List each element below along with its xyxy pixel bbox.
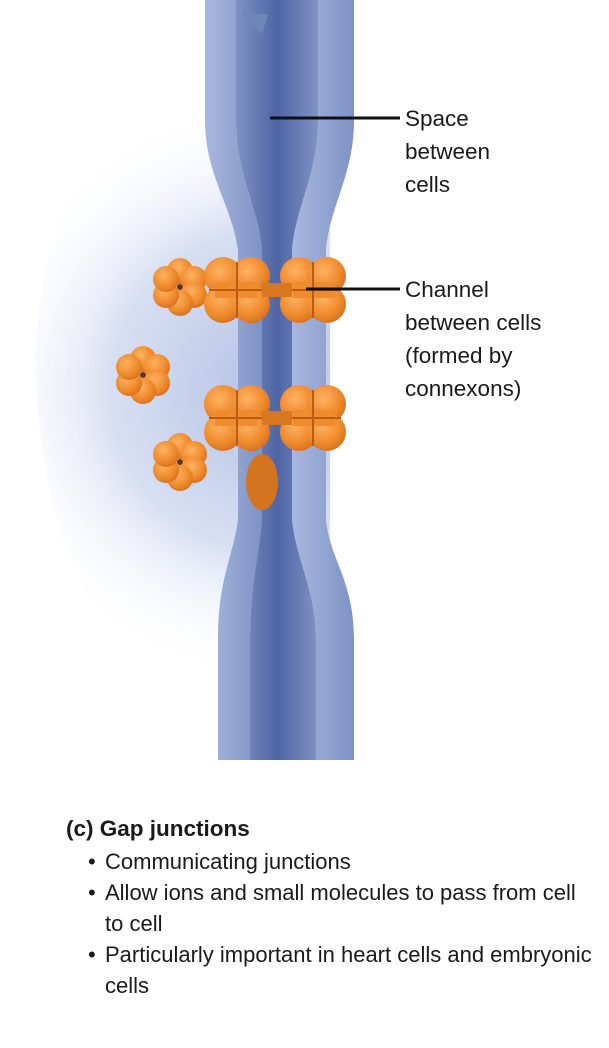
label-line: (formed by (405, 343, 513, 368)
label-space-between-cells: Space between cells (405, 102, 490, 201)
label-line: connexons) (405, 376, 522, 401)
caption-title: (c) Gap junctions (66, 816, 250, 841)
channel-upper (204, 257, 346, 323)
caption-bullet-list: Communicating junctions Allow ions and s… (66, 846, 596, 1001)
cell-membrane-left (205, 0, 262, 760)
caption-bullet: Allow ions and small molecules to pass f… (84, 877, 596, 939)
label-channel-between-cells: Channel between cells (formed by connexo… (405, 273, 541, 405)
caption-bullet: Particularly important in heart cells an… (84, 939, 596, 1001)
label-line: between cells (405, 310, 542, 335)
connexon-rosette-middle (116, 346, 170, 404)
connexon-rosette-bottom (153, 433, 207, 491)
label-line: Channel (405, 277, 489, 302)
caption-bullet: Communicating junctions (84, 846, 596, 877)
intercellular-space (236, 0, 318, 760)
label-line: cells (405, 172, 451, 197)
caption: (c) Gap junctions Communicating junction… (66, 812, 596, 1001)
channel-lower (204, 385, 346, 451)
gap-junction-diagram (35, 0, 400, 760)
connexon-rosette-top (153, 258, 207, 316)
top-notch (240, 14, 268, 34)
cell-membrane-right (292, 0, 354, 760)
label-line: Space (405, 106, 469, 131)
label-line: between (405, 139, 491, 164)
connexon-partial (246, 454, 278, 510)
